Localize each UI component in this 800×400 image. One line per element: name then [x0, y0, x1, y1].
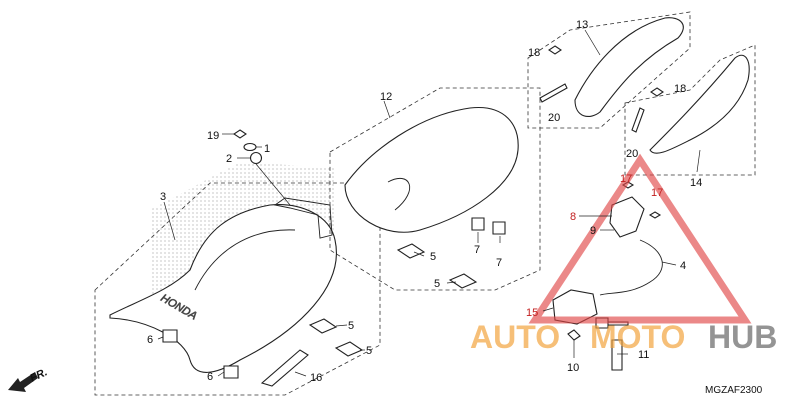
bumper-5-upper [396, 243, 426, 259]
watermark-text-left: AUTO [470, 319, 560, 355]
damper-6-upper [162, 329, 178, 343]
callout-18b: 18 [674, 83, 686, 95]
callout-10: 10 [567, 362, 579, 374]
clip-10 [567, 329, 581, 341]
grab-rail-13-outline [527, 11, 691, 129]
seat-lock-group [552, 181, 663, 371]
callout-6b: 6 [207, 371, 213, 383]
bumper-5-left [308, 318, 338, 334]
callout-5c: 5 [348, 320, 354, 332]
callout-3: 3 [160, 191, 166, 203]
grab-rail-14-outline [624, 44, 756, 176]
watermark-triangle [528, 153, 752, 324]
strap-16 [260, 349, 309, 387]
callout-5b: 5 [434, 278, 440, 290]
seat-lock-hardware [222, 129, 291, 206]
grab-rail-group [527, 11, 756, 176]
bumper-5-right [334, 341, 364, 357]
callout-5d: 5 [366, 345, 372, 357]
callout-11: 11 [638, 349, 649, 361]
callout-12: 12 [380, 91, 392, 103]
bolt-17b [648, 211, 662, 219]
rider-seat-seam [194, 229, 296, 291]
callout-15: 15 [526, 307, 538, 319]
callout-6a: 6 [147, 334, 153, 346]
pillion-seat-group [329, 87, 541, 291]
callout-18a: 18 [528, 47, 540, 59]
pillion-seat-outline [329, 87, 541, 291]
callout-19: 19 [207, 130, 219, 142]
watermark-text-right: HUB [708, 319, 777, 355]
callout-14: 14 [690, 177, 702, 189]
lock-latch-8 [609, 196, 645, 238]
rider-seat-group: HONDA [94, 162, 381, 396]
callout-13: 13 [576, 19, 588, 31]
bolt-19 [233, 129, 247, 139]
pin-20-upper [539, 83, 568, 103]
grab-rail-14 [649, 54, 750, 154]
front-arrow-label: FR. [28, 366, 49, 384]
grommet-7-right [492, 221, 506, 235]
callout-5a: 5 [430, 251, 436, 263]
bolt-18-upper [548, 45, 562, 55]
callout-numbers: 1 2 19 3 12 5 5 5 5 6 6 16 7 7 13 18 18 … [147, 19, 702, 384]
grab-rail-13 [574, 17, 684, 118]
damper-6-lower [223, 365, 239, 379]
grommet-2 [249, 151, 263, 165]
callout-17b: 17 [651, 187, 663, 199]
front-direction-indicator: FR. [8, 366, 49, 392]
callout-16: 16 [310, 372, 322, 384]
pillion-seat-seam [387, 177, 411, 211]
callout-1: 1 [264, 143, 270, 155]
pillion-seat [344, 106, 519, 233]
front-arrow-icon [8, 372, 38, 392]
grommet-7-left [471, 217, 485, 231]
callout-2: 2 [226, 153, 232, 165]
callout-20a: 20 [548, 112, 560, 124]
callout-4: 4 [680, 260, 686, 272]
washer-1 [243, 142, 257, 152]
cable-4 [599, 239, 663, 296]
rider-seat [109, 204, 337, 373]
lower-parts [162, 318, 364, 387]
callout-7a: 7 [474, 244, 480, 256]
diagram-code: MGZAF2300 [705, 385, 763, 396]
bolt-18-lower [650, 87, 664, 97]
rider-seat-bracket [273, 197, 333, 239]
callout-9: 9 [590, 225, 596, 237]
pin-20-lower [631, 107, 645, 133]
bumper-5-lower [448, 273, 478, 289]
callout-20b: 20 [626, 148, 638, 160]
watermark: AUTO MOTO HUB [470, 153, 777, 355]
callout-8: 8 [570, 211, 576, 223]
watermark-text-mid: MOTO [590, 319, 685, 355]
callout-17a: 17 [620, 173, 632, 185]
leader-lines [157, 29, 701, 377]
callout-7b: 7 [496, 257, 502, 269]
